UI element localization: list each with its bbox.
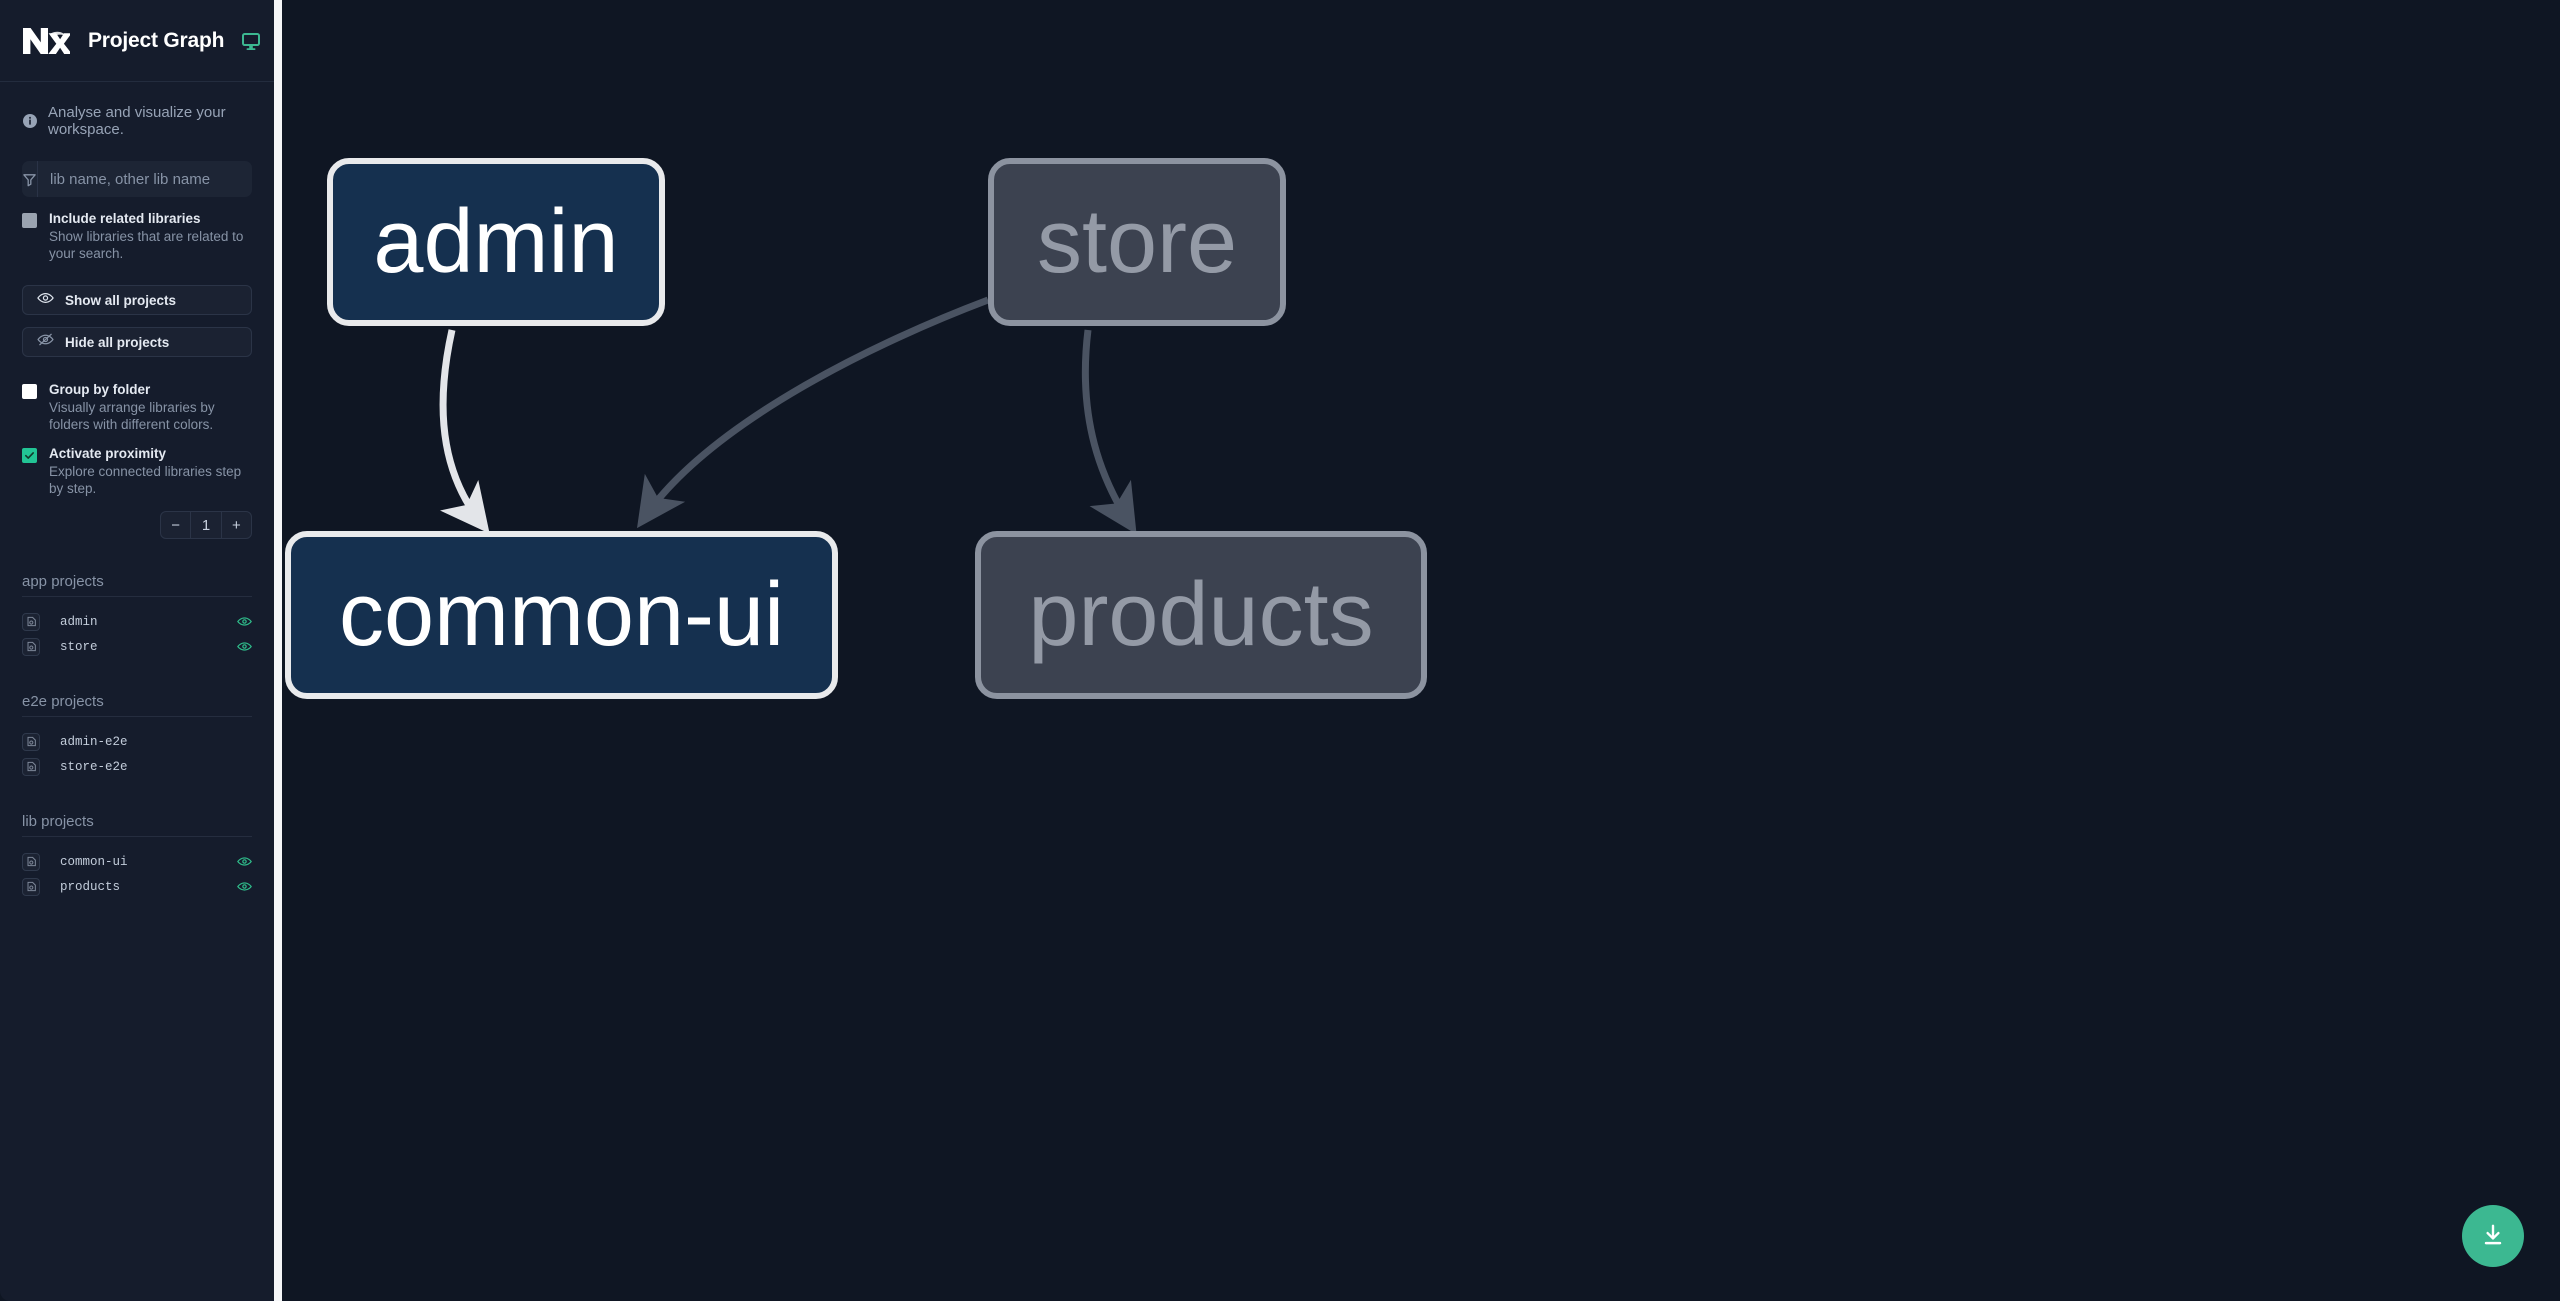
filter-icon — [22, 161, 38, 197]
project-row-products[interactable]: products — [22, 874, 252, 899]
project-name: admin-e2e — [60, 734, 128, 749]
project-visibility-eye-icon[interactable] — [237, 854, 252, 869]
project-icon — [22, 852, 40, 871]
option-label: Group by folder — [49, 382, 151, 397]
project-icon — [22, 637, 40, 656]
info-icon — [22, 113, 38, 129]
project-icon — [22, 732, 40, 751]
eye-off-icon — [37, 333, 54, 351]
option-group-by-folder[interactable]: Group by folder Visually arrange librari… — [0, 357, 274, 433]
show-all-projects-button[interactable]: Show all projects — [22, 285, 252, 315]
group-heading: app projects — [22, 573, 252, 597]
hide-all-projects-button[interactable]: Hide all projects — [22, 327, 252, 357]
project-name: store — [60, 639, 98, 654]
project-visibility-eye-icon[interactable] — [237, 879, 252, 894]
project-row-admin-e2e[interactable]: admin-e2e — [22, 729, 252, 754]
project-row-store-e2e[interactable]: store-e2e — [22, 754, 252, 779]
project-name: store-e2e — [60, 759, 128, 774]
project-visibility-eye-icon[interactable] — [237, 639, 252, 654]
sidebar: Project Graph — [0, 0, 274, 1301]
hide-all-projects-label: Hide all projects — [65, 334, 170, 350]
group-lib-projects: lib projects common-ui — [0, 813, 274, 899]
graph-node-store[interactable]: store — [988, 158, 1286, 326]
option-description: Show libraries that are related to your … — [49, 229, 244, 261]
page-title: Project Graph — [88, 28, 225, 52]
project-row-common-ui[interactable]: common-ui — [22, 849, 252, 874]
graph-node-common-ui[interactable]: common-ui — [285, 531, 838, 699]
option-label: Include related libraries — [49, 211, 201, 226]
tagline: Analyse and visualize your workspace. — [0, 82, 274, 138]
project-icon — [22, 877, 40, 896]
group-e2e-projects: e2e projects admin-e2e — [0, 693, 274, 779]
search-input[interactable] — [38, 161, 252, 197]
checkbox-include-related-libraries[interactable] — [22, 213, 37, 228]
project-row-store[interactable]: store — [22, 634, 252, 659]
graph-node-admin[interactable]: admin — [327, 158, 665, 326]
search-field[interactable] — [22, 161, 252, 197]
proximity-value: 1 — [190, 512, 220, 538]
tagline-text: Analyse and visualize your workspace. — [48, 104, 226, 138]
group-app-projects: app projects admin — [0, 573, 274, 659]
graph-node-label: common-ui — [338, 564, 785, 665]
checkbox-group-by-folder[interactable] — [22, 384, 37, 399]
graph-node-label: store — [1036, 191, 1238, 292]
checkbox-activate-proximity[interactable] — [22, 448, 37, 463]
graph-node-products[interactable]: products — [975, 531, 1427, 699]
nx-logo-icon — [22, 24, 72, 58]
graph-edges-layer — [439, 296, 1137, 535]
project-visibility-eye-icon[interactable] — [237, 614, 252, 629]
sidebar-scroll-region[interactable]: Project Graph — [0, 0, 274, 1301]
download-icon — [2480, 1222, 2506, 1251]
project-icon — [22, 612, 40, 631]
project-icon — [22, 757, 40, 776]
option-description: Visually arrange libraries by folders wi… — [49, 400, 215, 432]
option-label: Activate proximity — [49, 446, 167, 461]
sidebar-header: Project Graph — [0, 0, 274, 82]
option-description: Explore connected libraries step by step… — [49, 464, 242, 496]
proximity-stepper[interactable]: − 1 + — [160, 511, 252, 539]
show-all-projects-label: Show all projects — [65, 292, 177, 308]
sidebar-scrollbar[interactable] — [274, 0, 282, 1301]
graph-node-label: products — [1028, 564, 1374, 665]
eye-icon — [37, 291, 54, 309]
graph-canvas[interactable]: admin store common-ui products — [282, 0, 2560, 1301]
graph-node-label: admin — [373, 191, 619, 292]
proximity-decrement-button[interactable]: − — [171, 516, 181, 534]
project-row-admin[interactable]: admin — [22, 609, 252, 634]
edge-store-to-products — [1081, 329, 1137, 535]
group-heading: e2e projects — [22, 693, 252, 717]
monitor-icon[interactable] — [241, 31, 261, 51]
edge-store-to-common-ui — [637, 296, 990, 529]
download-image-button[interactable] — [2462, 1205, 2524, 1267]
group-heading: lib projects — [22, 813, 252, 837]
project-name: admin — [60, 614, 98, 629]
project-name: common-ui — [60, 854, 128, 869]
edge-admin-to-common-ui — [439, 329, 490, 534]
option-include-related-libraries[interactable]: Include related libraries Show libraries… — [0, 197, 274, 262]
project-name: products — [60, 879, 121, 894]
option-activate-proximity[interactable]: Activate proximity Explore connected lib… — [0, 433, 274, 497]
proximity-increment-button[interactable]: + — [220, 512, 251, 538]
